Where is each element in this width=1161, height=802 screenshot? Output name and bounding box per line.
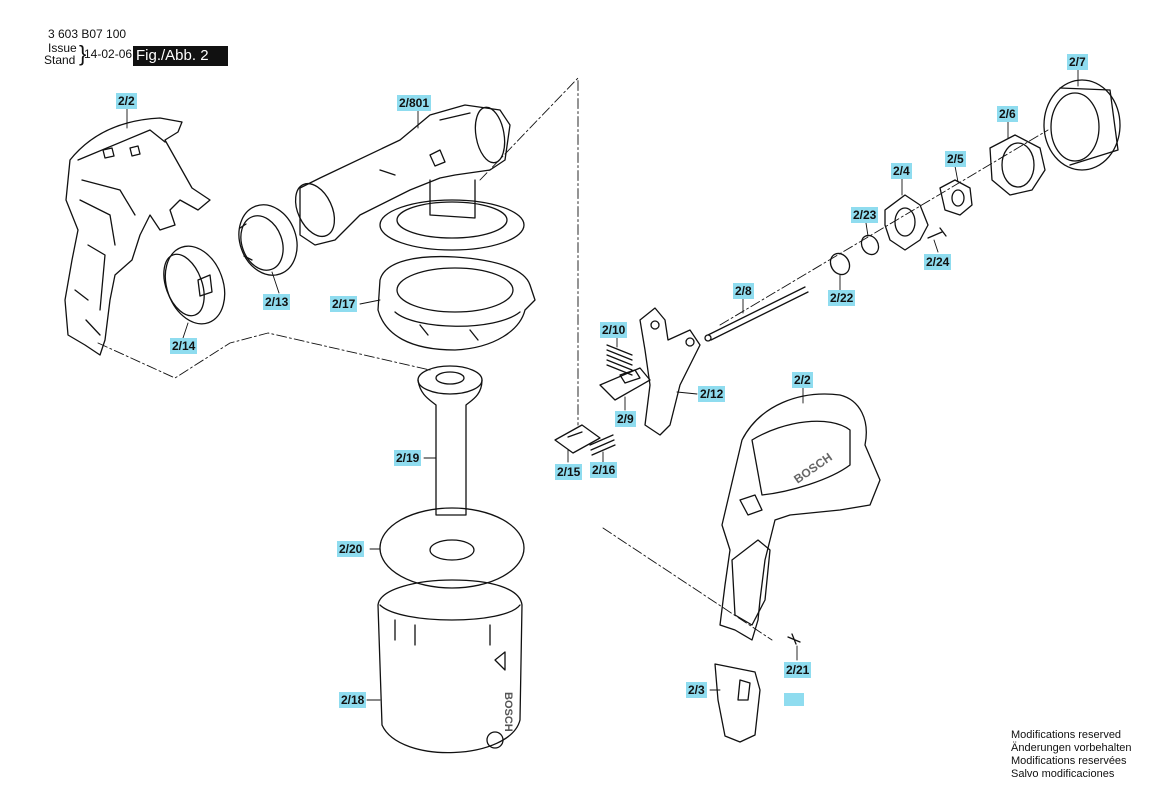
modifications-notice: Modifications reserved Änderungen vorbeh… bbox=[1011, 729, 1131, 781]
slider-2-9 bbox=[599, 367, 651, 401]
part-label-2-13: 2/13 bbox=[263, 294, 291, 310]
brand-mark-handle: BOSCH bbox=[791, 450, 835, 486]
part-label-2-9: 2/9 bbox=[615, 411, 636, 427]
part-label-2-20: 2/20 bbox=[337, 541, 365, 557]
guide-line-left bbox=[97, 332, 431, 379]
part-label-2-6: 2/6 bbox=[997, 106, 1018, 122]
part-label-2-16: 2/16 bbox=[590, 462, 618, 478]
document-number: 3 603 B07 100 bbox=[48, 27, 127, 41]
collar-ring-2-17 bbox=[377, 255, 536, 351]
part-label-2-23: 2/23 bbox=[851, 207, 879, 223]
riser-tube-2-19 bbox=[417, 365, 483, 395]
figure-title: Fig./Abb. 2 bbox=[133, 46, 228, 66]
trigger-2-12 bbox=[639, 307, 701, 436]
part-label-2-8: 2/8 bbox=[733, 283, 754, 299]
nut-2-5 bbox=[939, 179, 973, 216]
guide-line-upper-right bbox=[719, 129, 1049, 326]
part-label-2-10: 2/10 bbox=[600, 322, 628, 338]
part-label-2-4: 2/4 bbox=[891, 163, 912, 179]
part-label-2-21: 2/21 bbox=[784, 662, 812, 678]
notice-es: Salvo modificaciones bbox=[1011, 768, 1115, 780]
oring-2-22 bbox=[829, 252, 851, 276]
notice-de: Änderungen vorbehalten bbox=[1011, 742, 1132, 754]
oring-2-23 bbox=[860, 234, 880, 256]
cap-2-3 bbox=[714, 663, 761, 743]
screw-2-21 bbox=[787, 633, 801, 645]
part-label-2-19: 2/19 bbox=[394, 450, 422, 466]
part-label-2-15: 2/15 bbox=[555, 464, 583, 480]
spray-head bbox=[299, 104, 511, 246]
part-label-2-2-left: 2/2 bbox=[116, 93, 137, 109]
part-label-2-5: 2/5 bbox=[945, 151, 966, 167]
spring-2-10 bbox=[606, 344, 633, 376]
collar-nut-2-7 bbox=[1043, 79, 1121, 171]
valve-part-2-4 bbox=[884, 194, 929, 251]
part-label-2-18: 2/18 bbox=[339, 692, 367, 708]
issue-date: 14-02-06 bbox=[84, 47, 133, 61]
part-label-2-2-right: 2/2 bbox=[792, 372, 813, 388]
spring-2-16 bbox=[589, 434, 616, 456]
brace: } bbox=[79, 41, 87, 66]
stand-label: Stand bbox=[44, 53, 76, 67]
part-label-2-14: 2/14 bbox=[170, 338, 198, 354]
rod-2-8 bbox=[707, 286, 809, 341]
guide-line-right bbox=[602, 527, 773, 641]
clip-2-15 bbox=[554, 424, 601, 454]
part-label-2-24: 2/24 bbox=[924, 254, 952, 270]
part-label-2-22: 2/22 bbox=[828, 290, 856, 306]
empty-label-box bbox=[784, 693, 804, 706]
part-label-2-12: 2/12 bbox=[698, 386, 726, 402]
part-label-2-7: 2/7 bbox=[1067, 54, 1088, 70]
issue-label: Issue bbox=[48, 41, 77, 55]
handle-shell-right bbox=[719, 393, 881, 641]
container-2-18 bbox=[377, 579, 523, 754]
gasket-2-20 bbox=[379, 507, 525, 589]
brand-mark-container: BOSCH bbox=[502, 692, 514, 732]
notice-en: Modifications reserved bbox=[1011, 729, 1122, 741]
notice-fr: Modifications reservées bbox=[1011, 755, 1127, 767]
handle-shell-left-detail bbox=[74, 129, 166, 336]
adapter-2-6 bbox=[989, 134, 1046, 196]
nut-2-13 bbox=[238, 204, 298, 276]
handle-shell-left bbox=[64, 117, 211, 356]
ring-2-14 bbox=[164, 245, 226, 325]
guide-line-center bbox=[479, 77, 579, 426]
part-label-2-3: 2/3 bbox=[686, 682, 707, 698]
part-label-2-17: 2/17 bbox=[330, 296, 358, 312]
part-label-2-801: 2/801 bbox=[397, 95, 432, 111]
screw-2-24 bbox=[927, 227, 947, 239]
